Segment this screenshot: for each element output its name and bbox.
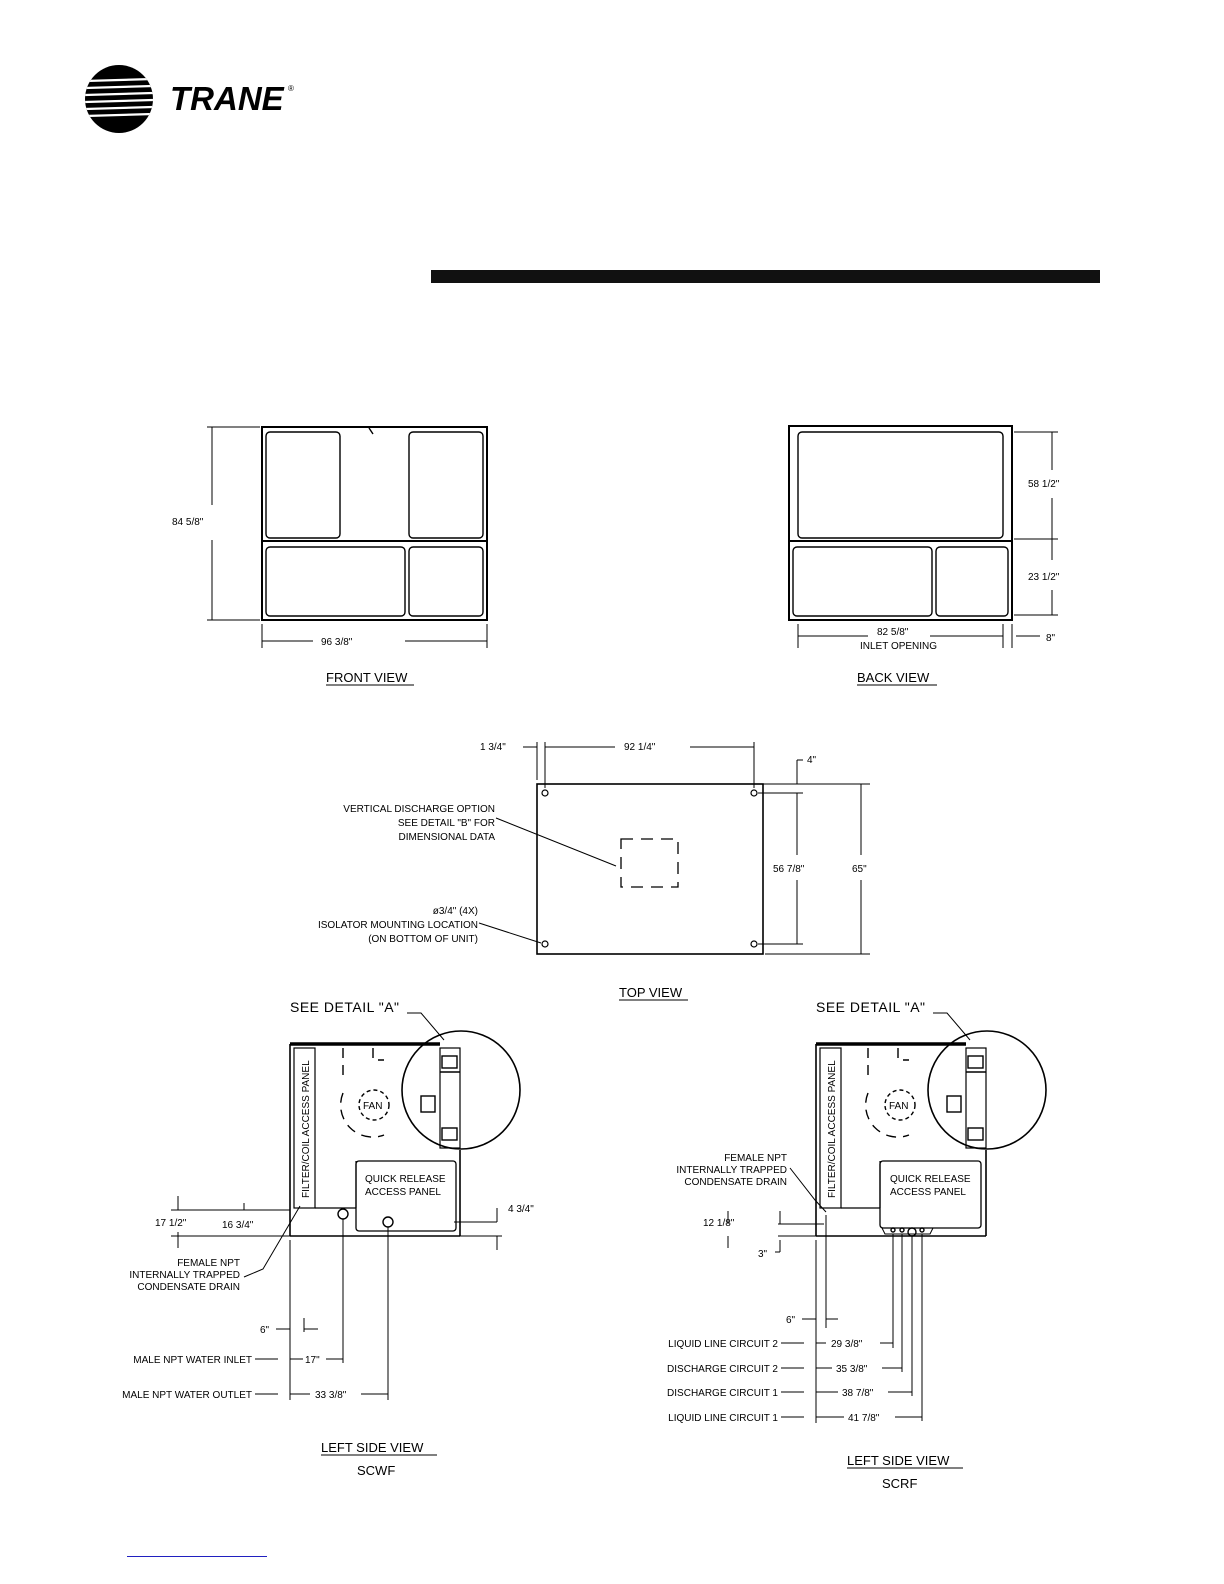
scwf-title: LEFT SIDE VIEW — [321, 1440, 424, 1455]
scwf-drain-note-1: FEMALE NPT — [177, 1258, 240, 1269]
scrf-dim-c: 6" — [786, 1315, 796, 1326]
top-dim-left: 1 3/4" — [480, 742, 506, 753]
scwf-water-outlet-dim: 33 3/8" — [315, 1390, 347, 1401]
isolator-note-1: ø3/4" (4X) — [433, 906, 478, 917]
scwf-access-panel-label: FILTER/COIL ACCESS PANEL — [301, 1060, 312, 1198]
scrf-line-dim-1: 29 3/8" — [831, 1339, 863, 1350]
footer-line — [127, 1556, 267, 1557]
back-offset-dim: 8" — [1046, 633, 1056, 644]
scwf-water-outlet-label: MALE NPT WATER OUTLET — [122, 1390, 252, 1401]
scrf-quick-release-1: QUICK RELEASE — [890, 1174, 971, 1185]
back-inlet-dim: 82 5/8" — [877, 627, 909, 638]
scrf-title: LEFT SIDE VIEW — [847, 1453, 950, 1468]
top-dim-width: 92 1/4" — [624, 742, 656, 753]
scrf-see-detail: SEE DETAIL "A" — [816, 999, 926, 1015]
top-view — [478, 742, 870, 1001]
vertical-discharge-note-3: DIMENSIONAL DATA — [399, 832, 496, 843]
scwf-dim-d: 6" — [260, 1325, 270, 1336]
scwf-side-view — [171, 1012, 521, 1456]
header-rule — [431, 270, 1100, 283]
scwf-dim-c: 4 3/4" — [508, 1204, 534, 1215]
front-view — [207, 426, 488, 686]
back-view-title: BACK VIEW — [857, 670, 930, 685]
scrf-line-label-4: LIQUID LINE CIRCUIT 1 — [668, 1413, 778, 1424]
scrf-side-view — [727, 1012, 1047, 1469]
scrf-line-dim-4: 41 7/8" — [848, 1413, 880, 1424]
scrf-quick-release-2: ACCESS PANEL — [890, 1187, 966, 1198]
scrf-line-dim-3: 38 7/8" — [842, 1388, 874, 1399]
scrf-drain-note-2: INTERNALLY TRAPPED — [676, 1165, 787, 1176]
back-view — [788, 425, 1058, 686]
isolator-note-2: ISOLATOR MOUNTING LOCATION — [318, 920, 478, 931]
scwf-quick-release-1: QUICK RELEASE — [365, 1174, 446, 1185]
front-width-dim: 96 3/8" — [321, 637, 353, 648]
registered-mark: ® — [288, 84, 294, 93]
scrf-dim-a: 12 1/8" — [703, 1218, 735, 1229]
scwf-dim-a: 17 1/2" — [155, 1218, 187, 1229]
brand-name: TRANE — [170, 80, 285, 117]
top-dim-inner-depth: 56 7/8" — [773, 864, 805, 875]
scwf-water-inlet-label: MALE NPT WATER INLET — [133, 1355, 252, 1366]
scrf-dim-b: 3" — [758, 1249, 768, 1260]
scrf-line-label-2: DISCHARGE CIRCUIT 2 — [667, 1364, 778, 1375]
scrf-access-panel-label: FILTER/COIL ACCESS PANEL — [827, 1060, 838, 1198]
scrf-model: SCRF — [882, 1476, 917, 1491]
top-dim-offset: 4" — [807, 755, 817, 766]
scrf-line-label-1: LIQUID LINE CIRCUIT 2 — [668, 1339, 778, 1350]
scrf-drain-note-1: FEMALE NPT — [724, 1153, 787, 1164]
scwf-see-detail: SEE DETAIL "A" — [290, 999, 400, 1015]
scrf-drain-note-3: CONDENSATE DRAIN — [684, 1177, 787, 1188]
top-dim-depth: 65" — [852, 864, 867, 875]
front-height-dim: 84 5/8" — [172, 517, 204, 528]
scwf-dim-b: 16 3/4" — [222, 1220, 254, 1231]
isolator-note-3: (ON BOTTOM OF UNIT) — [368, 934, 478, 945]
vertical-discharge-note-1: VERTICAL DISCHARGE OPTION — [343, 804, 495, 815]
scwf-fan-label: FAN — [363, 1101, 382, 1112]
scwf-drain-note-3: CONDENSATE DRAIN — [137, 1282, 240, 1293]
trane-logo: TRANE ® — [85, 65, 294, 133]
scwf-water-inlet-dim: 17" — [305, 1355, 320, 1366]
scrf-line-label-3: DISCHARGE CIRCUIT 1 — [667, 1388, 778, 1399]
scwf-model: SCWF — [357, 1463, 395, 1478]
back-upper-dim: 58 1/2" — [1028, 479, 1060, 490]
scrf-line-dim-2: 35 3/8" — [836, 1364, 868, 1375]
scrf-fan-label: FAN — [889, 1101, 908, 1112]
scwf-drain-note-2: INTERNALLY TRAPPED — [129, 1270, 240, 1281]
top-view-title: TOP VIEW — [619, 985, 683, 1000]
back-lower-dim: 23 1/2" — [1028, 572, 1060, 583]
scwf-quick-release-2: ACCESS PANEL — [365, 1187, 441, 1198]
vertical-discharge-note-2: SEE DETAIL "B" FOR — [398, 818, 495, 829]
front-view-title: FRONT VIEW — [326, 670, 408, 685]
back-inlet-label: INLET OPENING — [860, 641, 937, 652]
